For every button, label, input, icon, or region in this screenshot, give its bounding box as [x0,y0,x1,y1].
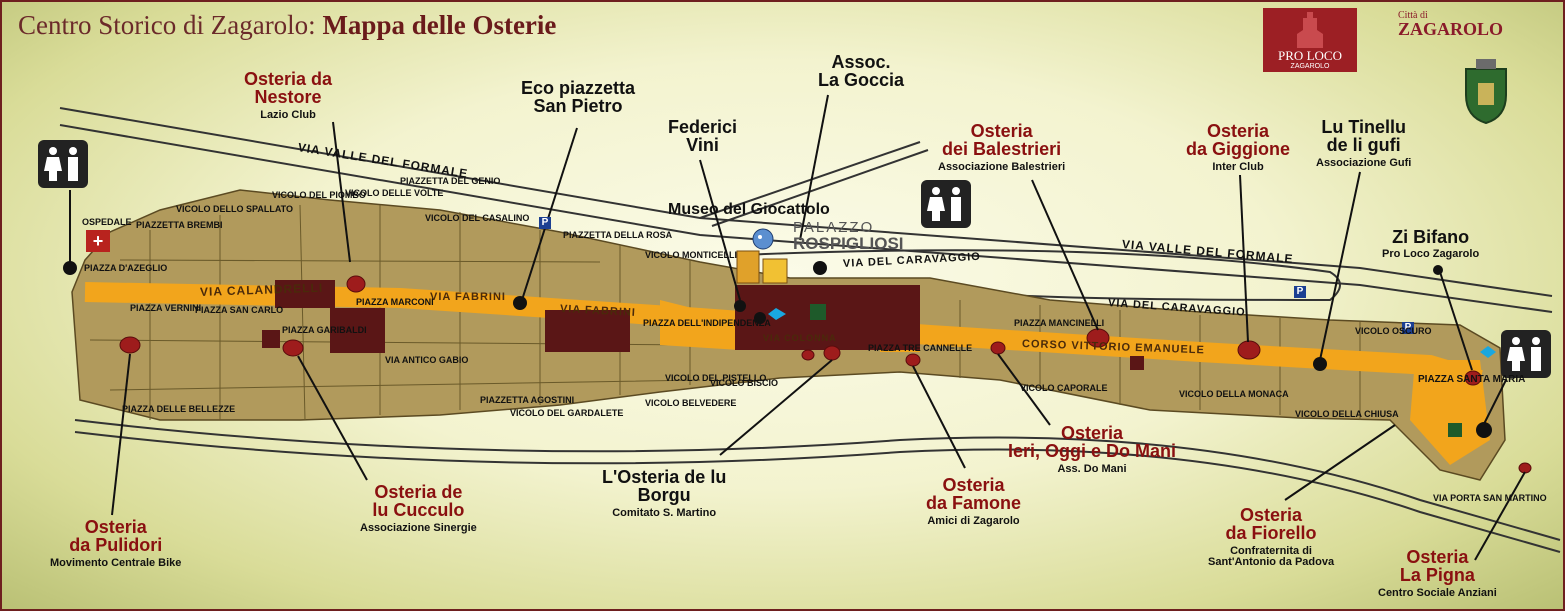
place-label: PIAZZA GARIBALDI [282,325,367,335]
leader-lines [69,94,1526,561]
place-label: VIA PORTA SAN MARTINO [1433,493,1547,503]
fountain-icon [1480,346,1496,358]
place-label: VICOLO DELLA CHIUSA [1295,409,1399,419]
fountain-icon [768,308,786,320]
palazzo-logo: PALAZZO ROSPIGLIOSI [793,219,904,253]
label-assoc-la-goccia: Assoc. La Goccia [818,52,905,91]
label-osteria-de-lu-cucculo: Osteria de lu Cucculo Associazione Siner… [360,482,477,534]
label-osteria-de-lu-borgu: L'Osteria de lu Borgu Comitato S. Martin… [602,467,727,519]
label-zi-bifano: Zi Bifano Pro Loco Zagarolo [1382,227,1480,261]
label-osteria-da-nestore: Osteria da Nestore Lazio Club [244,69,333,121]
place-label: PIAZZA DELLE BELLEZZE [122,404,236,414]
road-outline [699,141,929,227]
piazza-santa-maria-fill [1410,360,1490,465]
place-label: VIA ANTICO GABIO [385,355,469,365]
proloco-logo: PRO LOCO ZAGAROLO [1263,8,1357,72]
label-osteria-da-pulidori: Osteria da Pulidori Movimento Centrale B… [50,517,182,569]
citta-logo: Città di ZAGAROLO [1398,10,1503,40]
label-osteria-ieri-oggi-domani: Osteria Ieri, Oggi e Do Mani Ass. Do Man… [1008,423,1177,475]
place-label: VICOLO DELLA MONACA [1179,389,1289,399]
road-outline [59,124,1553,313]
road-outline [59,107,1553,297]
tower-icon [1297,12,1323,48]
street-via-colonna: VIA COLONNA [763,333,837,343]
place-label: PIAZZA D'AZEGLIO [84,263,168,273]
label-osteria-da-giggione: Osteria da Giggione Inter Club [1186,121,1291,173]
place-label: OSPEDALE [82,217,132,227]
parking-icon: P [1294,286,1306,298]
hospital-icon: + [86,230,110,252]
street-via-fabrini: VIA FABRINI [430,291,506,303]
place-label: PIAZZETTA AGOSTINI [480,395,575,405]
page-title: Centro Storico di Zagarolo: Mappa delle … [18,10,556,41]
green-marker [810,304,826,320]
place-label: VICOLO CAPORALE [1020,383,1108,393]
place-label: VICOLO DELLO SPALLATO [176,204,293,214]
restroom-icon [38,140,88,188]
label-osteria-da-fiorello: Osteria da Fiorello Confraternita di San… [1208,505,1335,568]
label-federici-vini: Federici Vini [668,117,738,156]
place-label: PIAZZA VERNINI [130,303,202,313]
place-label: PIAZZA SANTA MARIA [1418,374,1526,385]
point-markers [63,261,1492,438]
citta-line2: ZAGAROLO [1398,19,1504,39]
place-label: PIAZZA SAN CARLO [195,305,284,315]
place-label: PIAZZA MARCONI [356,297,434,307]
label-lu-tinellu: Lu Tinellu de li gufi Associazione Gufi [1316,117,1412,169]
proloco-text: PRO LOCO [1278,48,1342,63]
label-osteria-dei-balestrieri: Osteria dei Balestrieri Associazione Bal… [938,121,1066,173]
place-label: VICOLO BISCIO [710,378,779,388]
green-marker [1448,423,1462,437]
road-outline [739,249,1341,302]
place-label: VICOLO OSCURO [1355,326,1432,336]
museum-label: Museo del Giocattolo [668,201,830,218]
label-osteria-da-famone: Osteria da Famone Amici di Zagarolo [926,475,1022,527]
parking-icon: P [1402,322,1414,334]
place-label: PIAZZA MANCINELLI [1014,318,1105,328]
restroom-icon [1501,330,1551,378]
parking-icon: P [539,217,551,229]
title-prefix: Centro Storico di Zagarolo: [18,10,316,40]
road-outline [74,419,1561,541]
restroom-icon [921,180,971,228]
citta-line1: Città di [1398,10,1428,21]
place-label: VICOLO DEL PIOMBO [272,190,366,200]
toy-museum-icon [736,228,788,284]
place-label: PIAZZA TRE CANNELLE [868,343,973,353]
place-label: PIAZZETTA DEL GENIO [400,176,501,186]
place-label: PIAZZA DELL'INDIPENDENZA [643,318,771,328]
place-label: VICOLO DEL GARDALETE [510,408,624,418]
place-label: PIAZZETTA DELLA ROSA [563,230,673,240]
place-label: PIAZZETTA BREMBI [136,220,223,230]
proloco-subtext: ZAGAROLO [1290,63,1330,70]
piazza-fill [660,300,740,350]
place-label: VICOLO DEL PISTELLO [665,373,767,383]
label-osteria-la-pigna: Osteria La Pigna Centro Sociale Anziani [1378,547,1497,599]
road-outline [74,431,1561,553]
label-eco-piazzetta: Eco piazzetta San Pietro [521,78,636,117]
coat-of-arms-icon [1465,59,1507,125]
place-label: VICOLO DEL CASALINO [425,213,530,223]
place-label: VICOLO BELVEDERE [645,398,737,408]
place-label: VICOLO MONTICELLI [645,250,737,260]
osteria-markers [119,275,1532,474]
title-main: Mappa delle Osterie [322,10,557,40]
place-label: VICOLO DELLE VOLTE [345,188,444,198]
